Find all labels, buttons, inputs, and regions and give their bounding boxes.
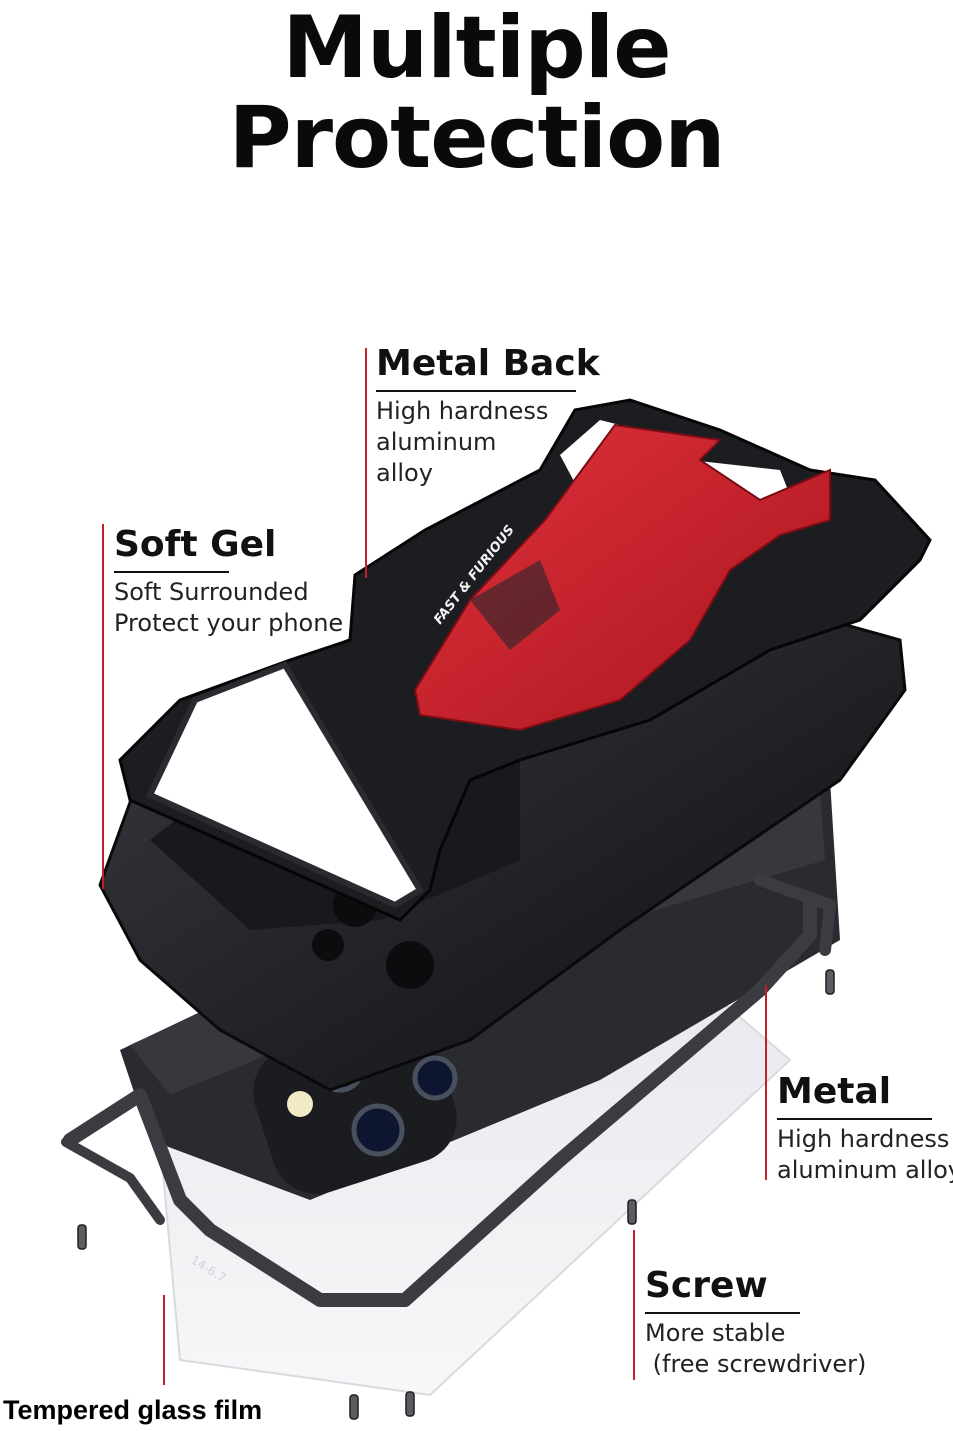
screws [77,969,835,1420]
camera-lens-2 [412,1055,458,1101]
metal-back-callout: Metal Back High hardness aluminum alloy [376,344,600,489]
metal-callout: Metal High hardness aluminum alloy [777,1072,953,1186]
metal-back-desc-3: alloy [376,459,433,487]
metal-back-divider [376,390,576,392]
soft-gel-divider [114,571,229,573]
metal-back-leader-line [365,348,367,578]
title-line-2: Protection [228,88,726,188]
camera-lens-3 [351,1103,405,1157]
metal-back-title: Metal Back [376,343,600,384]
flash [287,1091,313,1117]
metal-leader-line [765,985,767,1180]
screw-leader-line [633,1230,635,1380]
soft-gel-desc-2: Protect your phone [114,609,344,637]
metal-back-desc-2: aluminum [376,428,497,456]
soft-gel-desc-1: Soft Surrounded [114,578,309,606]
screw-desc-2: (free screwdriver) [645,1350,867,1378]
soft-gel-title: Soft Gel [114,524,277,565]
screw-callout: Screw More stable (free screwdriver) [645,1266,866,1380]
soft-gel-leader-line [102,524,104,889]
screw-divider [645,1312,800,1314]
metal-frame [61,874,836,1307]
metal-back-plate: FAST & FURIOUS [118,398,932,922]
screw-desc-1: More stable [645,1319,786,1347]
metal-desc-2: aluminum alloy [777,1156,953,1184]
soft-gel-callout: Soft Gel Soft Surrounded Protect your ph… [114,525,343,639]
metal-desc-1: High hardness [777,1125,950,1153]
title-line-1: Multiple [282,0,671,98]
metal-title: Metal [777,1071,892,1112]
metal-back-desc-1: High hardness [376,397,549,425]
metal-divider [777,1118,932,1120]
tempered-glass-label: Tempered glass film [3,1395,263,1425]
glass-leader-line [163,1295,165,1385]
screw-title: Screw [645,1265,768,1306]
